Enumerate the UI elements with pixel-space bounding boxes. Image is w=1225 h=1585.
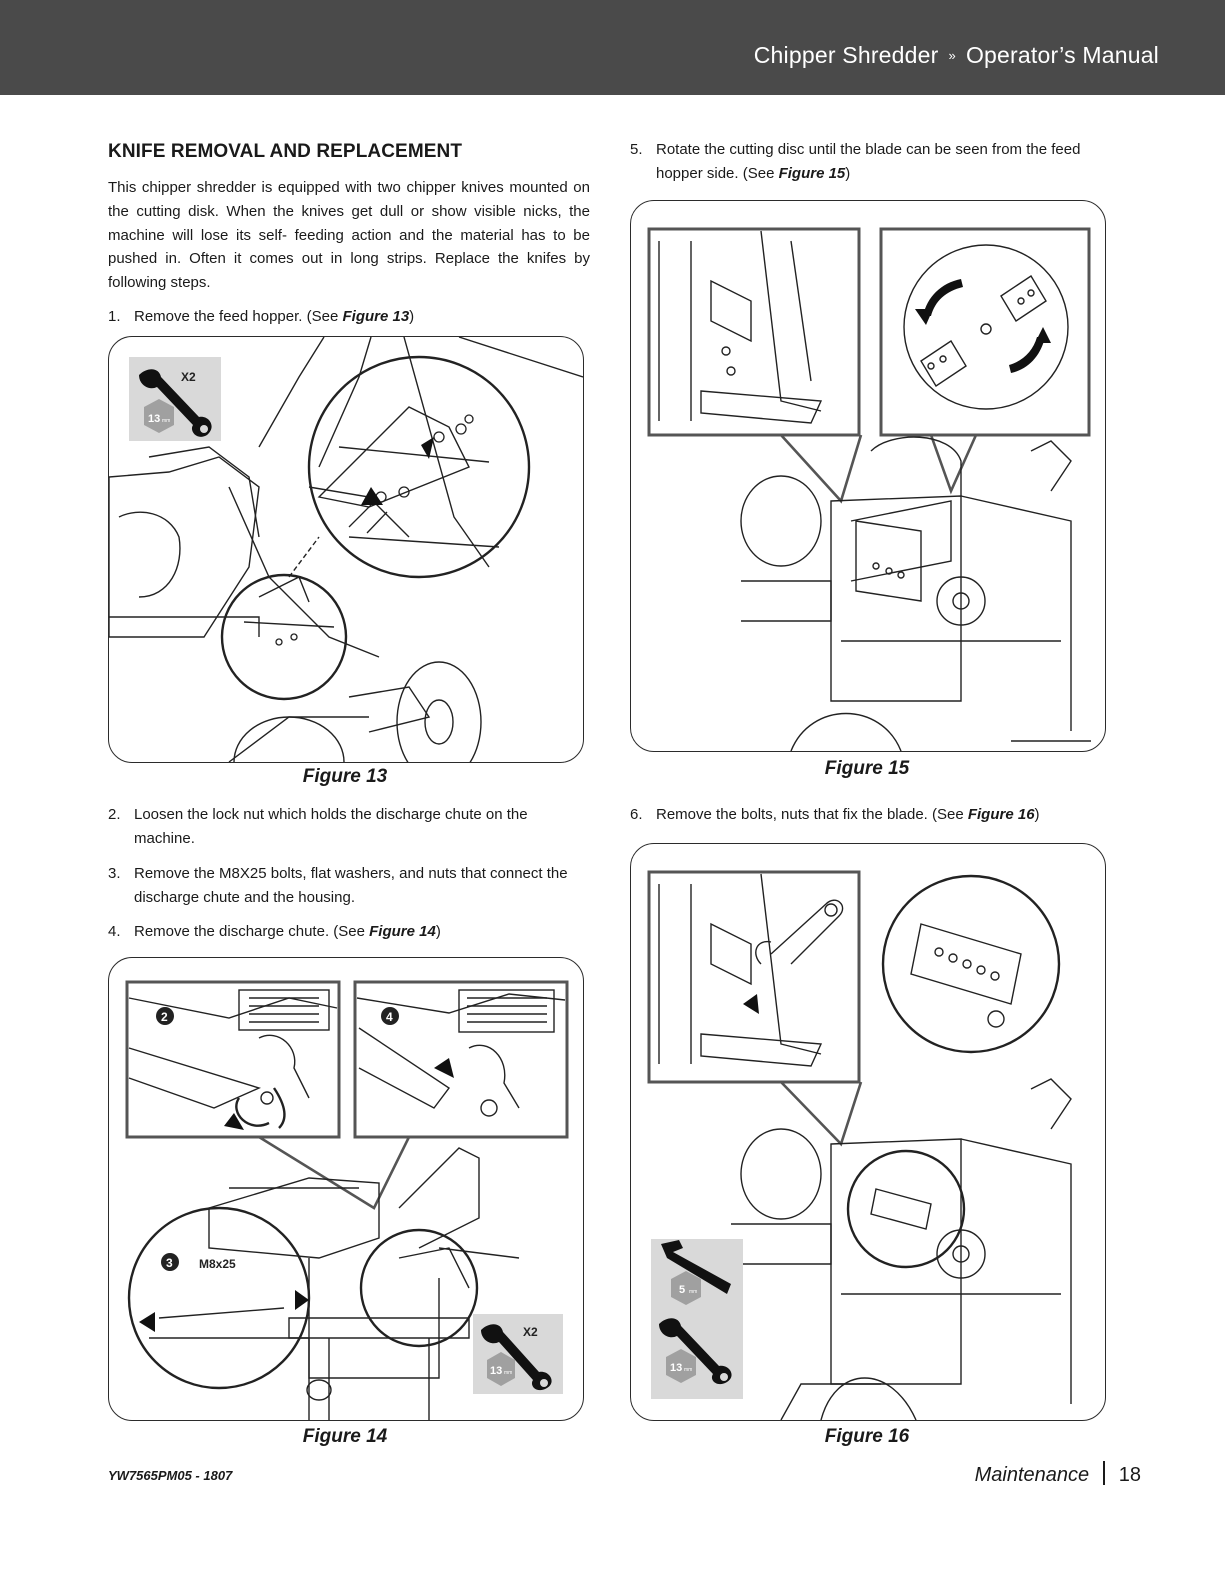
tool-unit-label: mm [504,1370,512,1376]
figure-13-caption: Figure 13 [302,766,388,787]
figure-reference: Figure 13 [342,308,410,325]
header-manual: Operator’s Manual [965,42,1159,68]
step-number: 4. [108,923,121,940]
document-code: YW7565PM05 - 1807 [108,1468,233,1483]
step-text: Loosen the lock nut which holds the disc… [134,806,528,847]
step-text: Remove the bolts, nuts that fix the blad… [656,806,968,823]
step-number: 6. [630,806,643,823]
page-number: 18 [1118,1464,1141,1486]
figure-14-caption: Figure 14 [302,1426,388,1447]
figure-reference: Figure 16 [967,806,1035,823]
figure-13-drawing: X2 13 mm [109,337,583,762]
step-close: ) [409,308,415,325]
step-close: ) [1034,806,1040,823]
section-intro: This chipper shredder is equipped with t… [108,179,590,292]
tool-size-label: 13 [490,1365,502,1377]
step-number: 2. [108,806,121,823]
page-header: Chipper Shredder » Operator’s Manual [0,0,1225,95]
step-text: Remove the feed hopper. (See [134,308,343,325]
tool-size-label: 13 [670,1362,682,1374]
step-number: 1. [108,308,121,325]
footer-section: Maintenance [974,1464,1090,1486]
tool-size-label: 13 [148,413,160,425]
step-1: 1. Remove the feed hopper. (See Figure 1… [108,305,590,329]
callout-4: 4 [386,1010,393,1024]
callout-2: 2 [161,1010,168,1024]
step-text: Remove the M8X25 bolts, flat washers, an… [134,865,568,906]
figure-15-illustration [630,200,1106,752]
callout-3: 3 [166,1256,173,1270]
footer-divider [1103,1461,1105,1485]
header-title: Chipper Shredder » Operator’s Manual [754,42,1159,69]
page-footer: Maintenance 18 [975,1461,1141,1487]
step-text: Rotate the cutting disc until the blade … [656,141,1081,182]
header-product: Chipper Shredder [753,42,939,68]
step-5: 5. Rotate the cutting disc until the bla… [630,138,1108,186]
figure-14-drawing: 2 4 3 M8x25 X2 13 mm [125,980,569,1420]
step-3: 3. Remove the M8X25 bolts, flat washers,… [108,862,590,910]
figure-16-caption: Figure 16 [824,1426,910,1447]
figure-15-caption: Figure 15 [824,758,910,779]
hex-key-size-label: 5 [679,1284,685,1296]
bolt-size-label: M8x25 [199,1257,236,1271]
step-text: Remove the discharge chute. (See [134,923,370,940]
step-number: 5. [630,141,643,158]
step-6: 6. Remove the bolts, nuts that fix the b… [630,803,1108,827]
tool-unit-label: mm [684,1367,692,1373]
section-title: KNIFE REMOVAL AND REPLACEMENT [108,141,463,162]
figure-15-drawing [647,227,1091,751]
step-number: 3. [108,865,121,882]
figure-reference: Figure 14 [369,923,436,940]
figure-13-illustration: X2 13 mm [108,336,584,763]
figure-16-drawing: 5 mm 13 mm [647,870,1072,1420]
step-2: 2. Loosen the lock nut which holds the d… [108,803,590,851]
quantity-label: X2 [181,370,196,384]
figure-14-illustration: 2 4 3 M8x25 X2 13 mm [108,957,584,1421]
header-separator: » [948,48,956,63]
step-close: ) [435,923,441,940]
tool-unit-label: mm [162,418,170,424]
figure-16-illustration: 5 mm 13 mm [630,843,1106,1421]
quantity-label: X2 [523,1325,538,1339]
step-close: ) [845,165,851,182]
hex-key-unit-label: mm [689,1289,697,1295]
step-4: 4. Remove the discharge chute. (See Figu… [108,920,590,944]
figure-reference: Figure 15 [778,165,846,182]
